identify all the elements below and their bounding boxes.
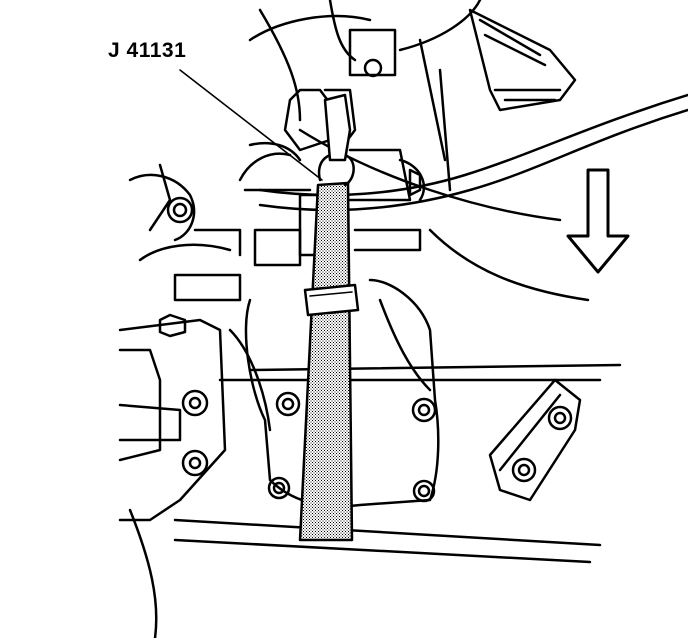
engine-block-plate xyxy=(118,318,227,522)
upper-boss xyxy=(348,28,397,77)
crossmember-lower xyxy=(173,538,592,564)
connector-body xyxy=(468,8,577,112)
wire-loop xyxy=(128,173,196,242)
callout-leader-line xyxy=(179,69,323,181)
housing-bolt xyxy=(411,397,437,423)
strap-buckle xyxy=(303,283,360,317)
tool-callout-label: J 41131 xyxy=(108,39,187,62)
stud-nut xyxy=(158,313,187,338)
housing-bolt xyxy=(275,391,301,417)
block-bolt xyxy=(181,449,209,477)
down-arrow-icon xyxy=(566,168,630,274)
bracket-bolt xyxy=(511,457,537,483)
upper-contour xyxy=(248,14,372,42)
housing-bolt xyxy=(267,476,291,500)
mount-bracket-right xyxy=(353,228,422,252)
bracket-bolt xyxy=(547,405,573,431)
housing-bolt xyxy=(412,479,436,503)
block-bolt xyxy=(181,389,209,417)
right-bracket xyxy=(488,378,582,502)
transmission-housing xyxy=(244,278,440,508)
lifting-strap-icon xyxy=(298,93,360,542)
crossmember-upper xyxy=(173,518,602,547)
strap-band xyxy=(298,181,354,542)
left-bracket xyxy=(173,273,242,302)
strap-hook xyxy=(323,93,352,162)
